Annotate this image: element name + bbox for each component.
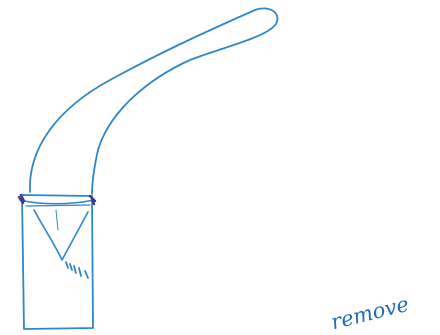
annotation-remove: remove: [329, 292, 412, 334]
left-joint-mark: [19, 195, 24, 203]
triangle-center-line: [56, 210, 58, 230]
triangle-cutout-outline: [34, 210, 88, 260]
base-rim-line-2: [26, 205, 90, 206]
base-rim-line: [20, 200, 94, 204]
curved-tube-outline: [30, 8, 278, 194]
dashed-cut-marks: [66, 262, 88, 278]
base-container-outline: [22, 195, 93, 329]
